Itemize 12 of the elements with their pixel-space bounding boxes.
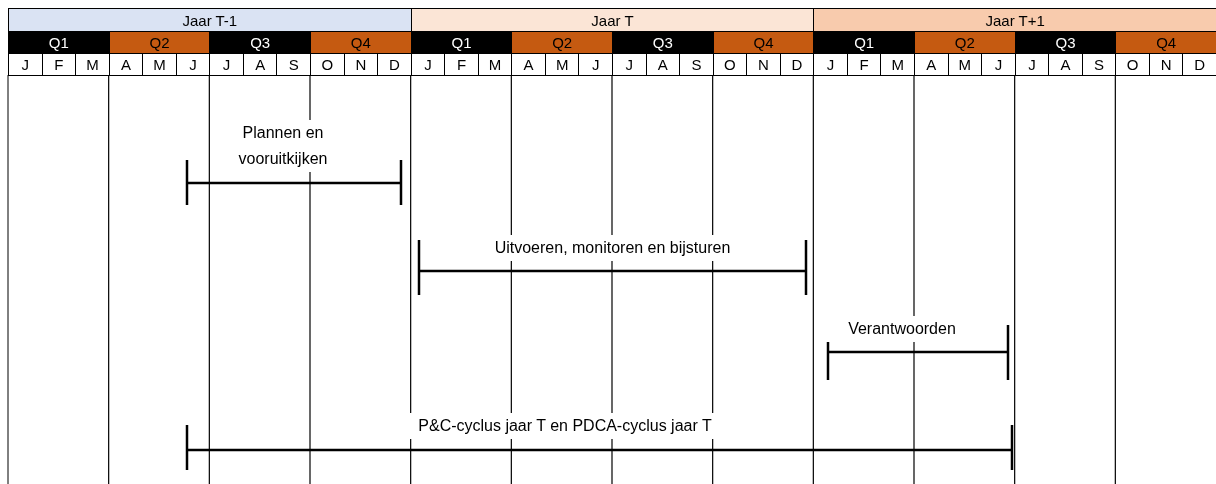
year-header-cell: Jaar T+1 — [813, 8, 1216, 32]
month-cell: J — [8, 53, 43, 76]
quarter-header-cell: Q4 — [310, 31, 412, 54]
quarter-header-cell: Q1 — [813, 31, 915, 54]
quarter-header-cell: Q2 — [511, 31, 613, 54]
quarter-header-cell: Q2 — [914, 31, 1016, 54]
quarter-header-cell: Q1 — [8, 31, 110, 54]
quarter-header-cell: Q4 — [1115, 31, 1216, 54]
year-header-cell: Jaar T — [410, 8, 815, 32]
quarter-header-cell: Q3 — [612, 31, 714, 54]
quarter-header-cell: Q3 — [209, 31, 311, 54]
year-header-cell: Jaar T-1 — [8, 8, 412, 32]
